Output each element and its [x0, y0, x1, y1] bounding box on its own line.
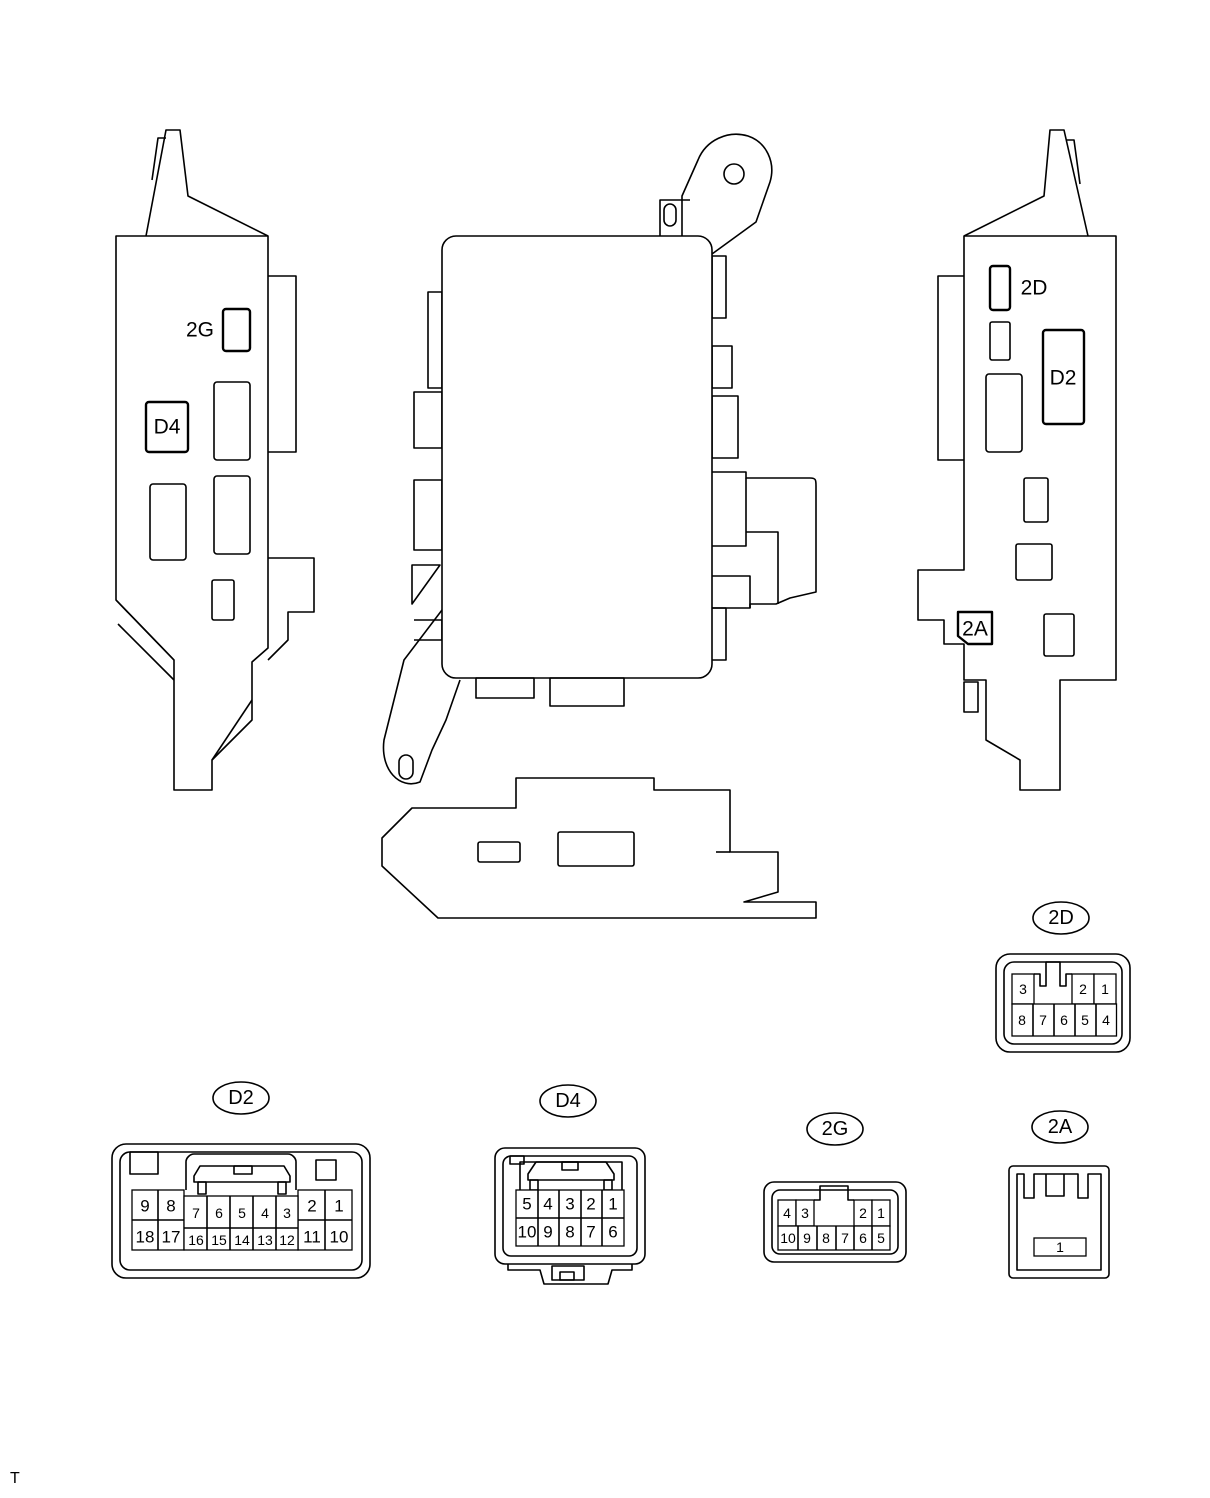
connector-2D-pin: 7: [1039, 1012, 1047, 1028]
connector-2D-pin: 1: [1101, 981, 1109, 997]
connector-D4-pin: 9: [543, 1223, 552, 1242]
connector-2A: 2A 1: [1008, 1110, 1110, 1279]
connector-D2-pin: 6: [215, 1205, 223, 1221]
footer-mark: T: [10, 1470, 20, 1487]
connector-D4-pin: 6: [608, 1223, 617, 1242]
connector-D4-pin: 2: [586, 1195, 595, 1214]
connector-D4-pin: 4: [543, 1195, 552, 1214]
connector-D2-pin: 3: [283, 1205, 291, 1221]
connector-2G-pin: 1: [877, 1205, 885, 1221]
connector-D2-pin: 5: [238, 1205, 246, 1221]
connector-2G-pin: 7: [841, 1230, 849, 1246]
connector-D2-pin: 1: [334, 1197, 343, 1216]
connector-D2-pin: 12: [279, 1232, 295, 1248]
connector-D4-caption: D4: [555, 1090, 581, 1112]
location-label-D2: D2: [1050, 367, 1077, 390]
connector-2D-caption-ellipse: [1032, 901, 1090, 935]
connector-D2-pin: 18: [136, 1228, 155, 1247]
connector-D2-pin: 16: [188, 1232, 204, 1248]
connector-D2: D2 9 8 7 6 5 4 3 2 1 18 17 16 15: [111, 1081, 371, 1279]
connector-2G-pin: 4: [783, 1205, 791, 1221]
connector-D4-pin: 5: [522, 1195, 531, 1214]
connector-2G-pin: 2: [859, 1205, 867, 1221]
location-box-2G: [221, 307, 252, 353]
connector-D4-pin: 8: [565, 1223, 574, 1242]
connector-2D-pin: 4: [1102, 1012, 1110, 1028]
location-box-D4: [144, 400, 190, 454]
connector-2D-caption: 2D: [1048, 907, 1074, 929]
connector-2A-caption: 2A: [1048, 1116, 1073, 1138]
connector-2G-pin: 10: [780, 1230, 796, 1246]
bottom-view: [381, 777, 817, 919]
connector-D2-pin: 4: [261, 1205, 269, 1221]
location-box-2D: [988, 264, 1012, 312]
connector-D4-pin: 3: [565, 1195, 574, 1214]
center-front-view: [382, 133, 817, 785]
connector-D2-pin: 15: [211, 1232, 227, 1248]
connector-D4-pin: 7: [586, 1223, 595, 1242]
connector-D4: D4 5 4 3 2 1 10 9 8 7 6: [494, 1084, 646, 1285]
connector-D4-pin: 10: [518, 1223, 537, 1242]
connector-2G-pin: 3: [801, 1205, 809, 1221]
connector-2D-pin: 2: [1079, 981, 1087, 997]
connector-2G: 2G 4 3 2 1 10 9 8 7 6 5: [763, 1112, 907, 1263]
connector-2D-pin: 8: [1018, 1012, 1026, 1028]
connector-D2-pin: 2: [307, 1197, 316, 1216]
location-label-2D: 2D: [1021, 277, 1048, 300]
connector-D2-pin: 7: [192, 1205, 200, 1221]
connector-2D-pin: 3: [1019, 981, 1027, 997]
connector-D2-pin: 11: [303, 1228, 321, 1247]
connector-2D-pin: 5: [1081, 1012, 1089, 1028]
location-label-2A: 2A: [962, 618, 988, 641]
connector-2D: 2D 3 2 1 8 7 6 5 4: [995, 901, 1131, 1053]
left-side-view: 2G D4: [115, 129, 315, 791]
connector-2G-pin: 6: [859, 1230, 867, 1246]
connector-D2-pin: 9: [140, 1197, 149, 1216]
connector-2D-pin: 6: [1060, 1012, 1068, 1028]
connector-2G-pin: 8: [822, 1230, 830, 1246]
connector-2A-pin: 1: [1056, 1239, 1064, 1255]
connector-D2-pin: 13: [257, 1232, 273, 1248]
location-label-2G: 2G: [186, 319, 214, 342]
location-label-D4: D4: [154, 416, 181, 439]
connector-2G-pin: 5: [877, 1230, 885, 1246]
connector-2G-pin: 9: [803, 1230, 811, 1246]
connector-D2-pin: 8: [166, 1197, 175, 1216]
connector-D4-pin: 1: [608, 1195, 617, 1214]
connector-2G-caption: 2G: [822, 1118, 849, 1140]
location-box-D2: [1041, 328, 1086, 426]
right-side-view: 2D D2 2A: [917, 129, 1117, 791]
location-box-2A: [956, 610, 994, 646]
connector-D2-pin: 17: [162, 1228, 181, 1247]
connector-D2-pin: 10: [330, 1228, 349, 1247]
connector-D2-pin: 14: [234, 1232, 250, 1248]
connector-D2-caption: D2: [228, 1087, 254, 1109]
